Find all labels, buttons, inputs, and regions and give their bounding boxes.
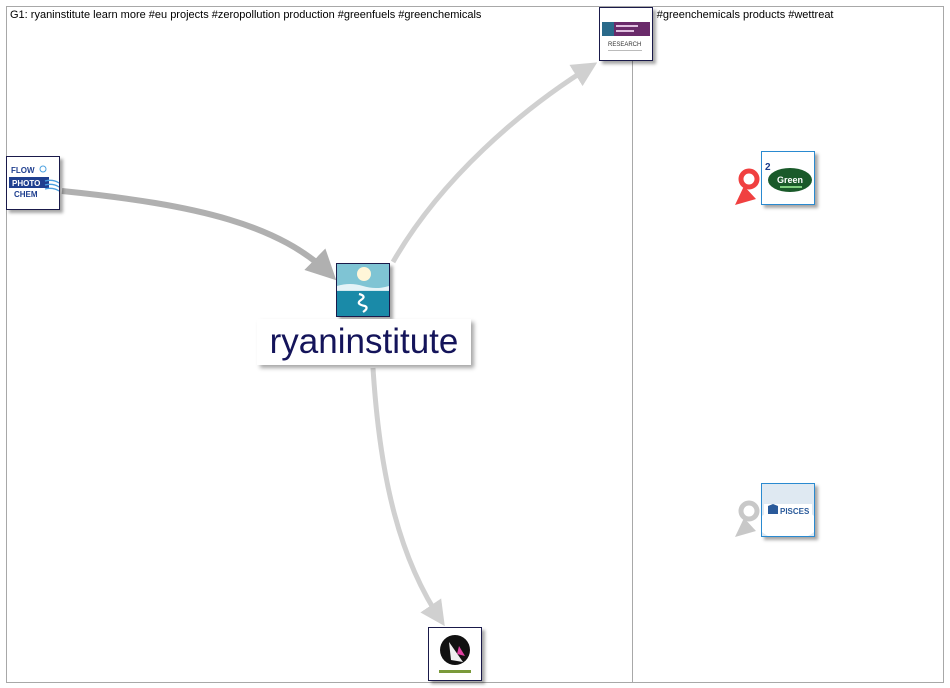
- self-loop-green: [735, 168, 760, 205]
- bottom-account-logo-icon: [429, 628, 481, 680]
- node-green[interactable]: 2 Green: [761, 151, 815, 205]
- node-flowphotochem[interactable]: FLOW PHOTO CHEM: [6, 156, 60, 210]
- group-label-g1: G1: ryaninstitute learn more #eu project…: [10, 9, 482, 21]
- node-bottom-account[interactable]: [428, 627, 482, 681]
- svg-text:PHOTO: PHOTO: [12, 179, 40, 188]
- node-ryaninstitute[interactable]: [336, 263, 390, 317]
- edge-ryaninstitute-to-bottom-node: [370, 367, 445, 627]
- flowphotochem-logo-icon: FLOW PHOTO CHEM: [7, 157, 59, 209]
- graph-frame: [6, 6, 944, 683]
- ryaninstitute-logo-icon: [337, 264, 389, 316]
- svg-text:CHEM: CHEM: [14, 190, 38, 199]
- svg-text:2: 2: [765, 162, 771, 173]
- pisces-logo-icon: PISCES: [762, 484, 814, 536]
- edge-flowphotochem-to-ryaninstitute: [61, 188, 337, 281]
- group-label-g2: G2: #greenchemicals products #wettreat: [636, 9, 834, 21]
- svg-text:PISCES: PISCES: [780, 507, 810, 516]
- svg-text:FLOW: FLOW: [11, 166, 35, 175]
- node-research[interactable]: RESEARCH: [599, 7, 653, 61]
- node-label-ryaninstitute: ryaninstitute: [257, 319, 471, 365]
- node-pisces[interactable]: PISCES: [761, 483, 815, 537]
- edge-ryaninstitute-to-research: [390, 62, 598, 264]
- self-loop-pisces: [735, 500, 760, 537]
- svg-text:RESEARCH: RESEARCH: [608, 42, 641, 48]
- svg-text:Green: Green: [777, 175, 803, 185]
- research-logo-icon: RESEARCH: [600, 8, 652, 60]
- green-logo-icon: 2 Green: [762, 152, 814, 204]
